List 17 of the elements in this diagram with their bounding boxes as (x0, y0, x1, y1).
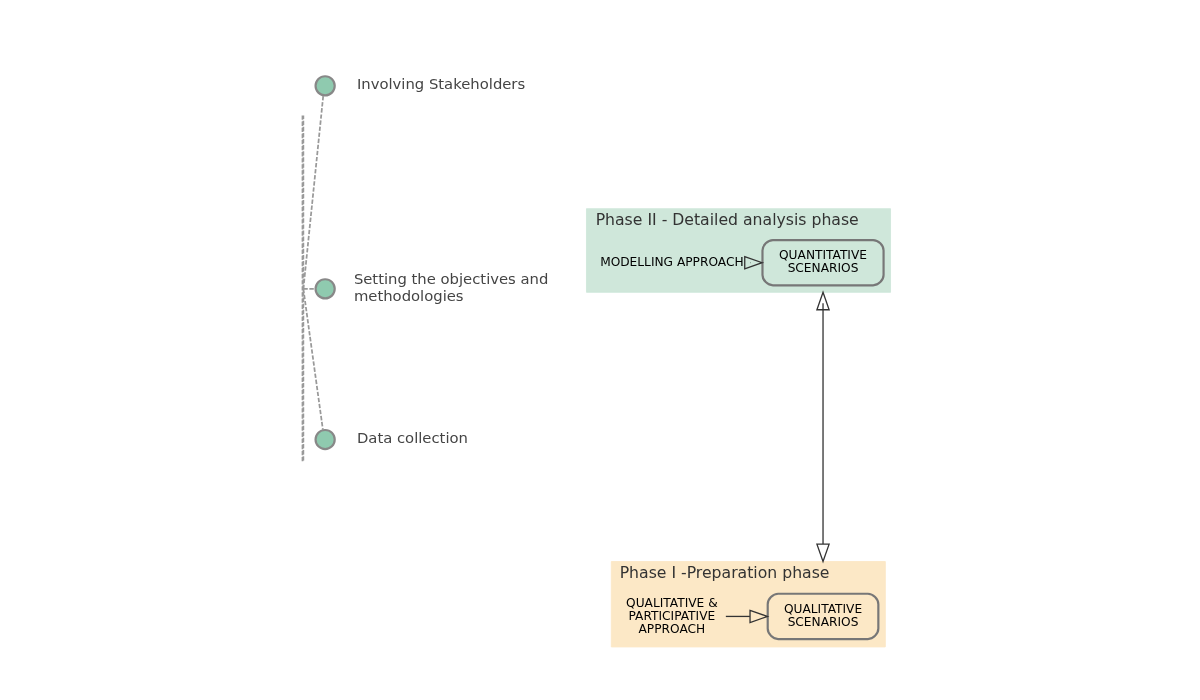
arrow (744, 255, 765, 270)
connector (302, 288, 324, 432)
connector (302, 94, 325, 290)
node-circle (314, 75, 336, 97)
node-bar (301, 115, 305, 463)
node-text: QUALITATIVE & PARTICIPATIVE APPROACH (626, 595, 718, 636)
node-circle (314, 278, 336, 300)
node-box: QUALITATIVE SCENARIOS (766, 592, 880, 641)
node-text: MODELLING APPROACH (600, 254, 744, 269)
arrow (816, 290, 831, 564)
node-label: Data collection (356, 429, 468, 447)
connector (302, 288, 317, 290)
node-circle (314, 428, 336, 451)
node-label: Involving Stakeholders (356, 75, 526, 93)
node-label: Setting the objectives and methodologies (353, 270, 549, 304)
node-box: QUANTITATIVE SCENARIOS (761, 239, 885, 287)
arrow (725, 609, 770, 624)
